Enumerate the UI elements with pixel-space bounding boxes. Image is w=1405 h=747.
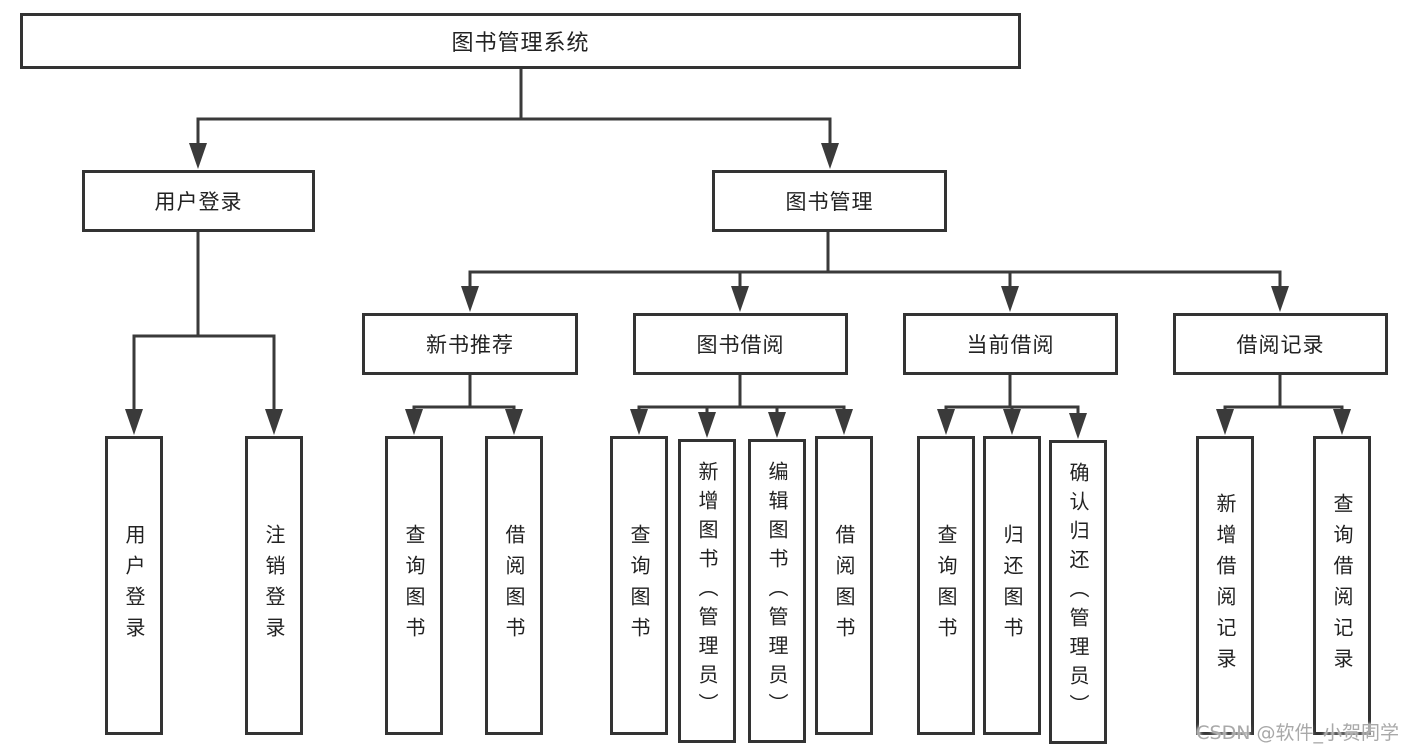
node-label: 借阅图书 [502,523,526,648]
node-add-borrow-record: 新增借阅记录 [1196,436,1254,735]
node-query-borrow-record: 查询借阅记录 [1313,436,1371,735]
node-label: 查询图书 [934,523,958,648]
node-label: 图书借阅 [696,333,785,357]
node-edit-books-admin: 编辑图书（管理员） [748,439,806,743]
node-label: 当前借阅 [966,333,1055,357]
node-label: 用户登录 [154,190,243,214]
node-new-book-recommend: 新书推荐 [362,313,578,375]
node-book-management: 图书管理 [712,170,947,232]
node-borrow-books: 借阅图书 [815,436,873,735]
node-label: 查询图书 [627,523,651,648]
node-label: 归还图书 [1000,523,1024,648]
node-user-login-leaf: 用户登录 [105,436,163,735]
node-label: 查询图书 [402,523,426,648]
node-label: 借阅记录 [1236,333,1325,357]
node-query-books-borrowing: 查询图书 [610,436,668,735]
node-label: 新增借阅记录 [1213,492,1237,679]
node-borrowing-records: 借阅记录 [1173,313,1388,375]
node-root: 图书管理系统 [20,13,1021,69]
watermark: CSDN @软件_小贺同学 [1196,722,1399,744]
node-label: 用户登录 [122,523,146,648]
node-label: 新增图书（管理员） [695,460,719,722]
node-label: 注销登录 [262,523,286,648]
node-query-books-recommend: 查询图书 [385,436,443,735]
node-logout-leaf: 注销登录 [245,436,303,735]
node-book-borrowing: 图书借阅 [633,313,848,375]
node-label: 图书管理 [785,190,874,214]
node-label: 新书推荐 [426,333,514,357]
node-return-books: 归还图书 [983,436,1041,735]
node-label: 查询借阅记录 [1330,492,1354,679]
node-label: 确认归还（管理员） [1066,461,1090,723]
node-label: 编辑图书（管理员） [765,460,789,722]
node-borrow-books-recommend: 借阅图书 [485,436,543,735]
node-label: 图书管理系统 [451,31,590,56]
node-label: 借阅图书 [832,523,856,648]
node-add-books-admin: 新增图书（管理员） [678,439,736,743]
node-user-login: 用户登录 [82,170,315,232]
node-query-books-current: 查询图书 [917,436,975,735]
node-current-borrowing: 当前借阅 [903,313,1118,375]
node-confirm-return-admin: 确认归还（管理员） [1049,440,1107,744]
